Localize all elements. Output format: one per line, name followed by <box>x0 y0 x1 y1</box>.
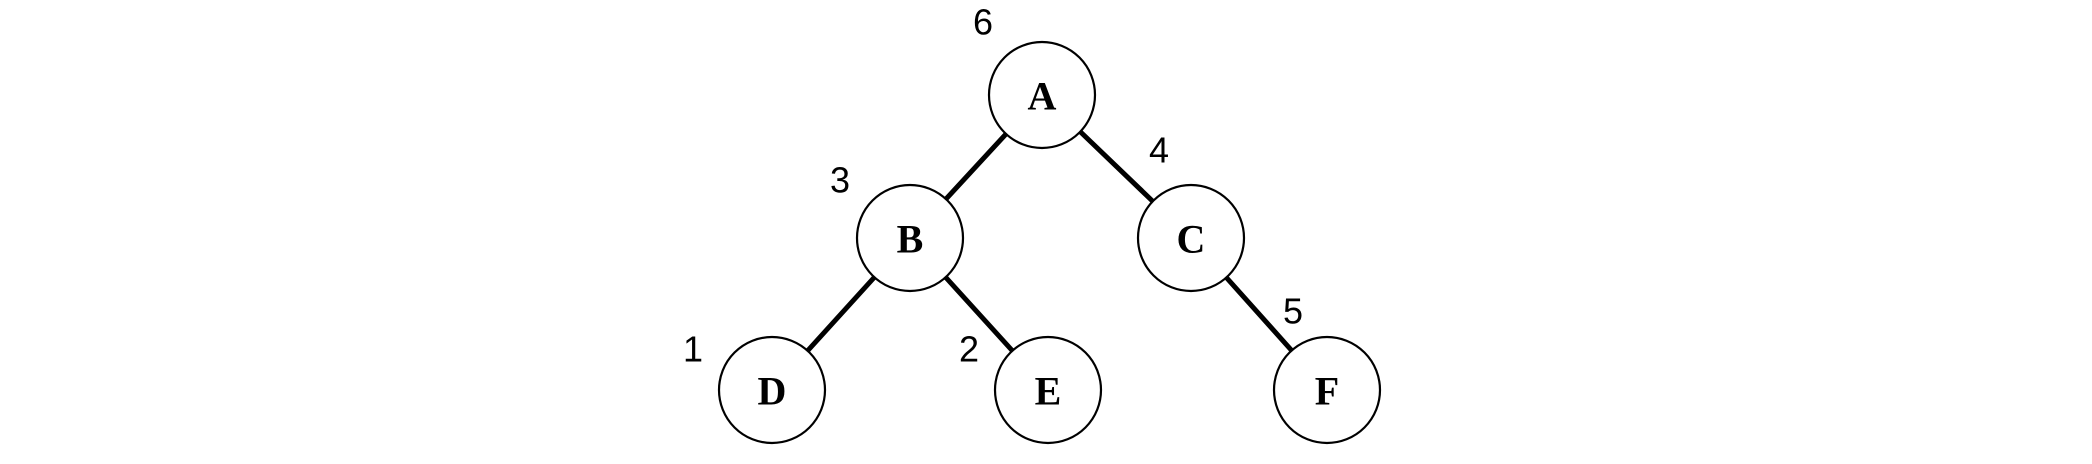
node-a-label: A <box>1028 74 1057 119</box>
node-f-label: F <box>1315 369 1339 414</box>
edge-a-b <box>942 130 1010 203</box>
node-c-circle[interactable] <box>1136 183 1246 293</box>
edge-group <box>804 128 1295 355</box>
node-b-label: B <box>897 217 924 262</box>
node-e[interactable]: E <box>993 335 1103 445</box>
edge-weight-group: 6 3 4 1 2 5 <box>683 2 1303 370</box>
edge-b-d <box>804 273 878 355</box>
node-f[interactable]: F <box>1272 335 1382 445</box>
node-c-label: C <box>1177 217 1206 262</box>
node-b[interactable]: B <box>855 183 965 293</box>
node-b-circle[interactable] <box>855 183 965 293</box>
edge-weight-a-c: 4 <box>1149 130 1169 171</box>
node-a-circle[interactable] <box>987 40 1097 150</box>
node-c[interactable]: C <box>1136 183 1246 293</box>
edge-b-e <box>942 273 1016 355</box>
node-a[interactable]: A <box>987 40 1097 150</box>
edge-a-c <box>1077 128 1156 205</box>
edge-weight-a-b: 3 <box>830 160 850 201</box>
node-d-circle[interactable] <box>717 335 827 445</box>
edge-weight-b-e: 2 <box>959 329 979 370</box>
node-e-circle[interactable] <box>993 335 1103 445</box>
node-e-label: E <box>1035 369 1062 414</box>
node-d-label: D <box>758 369 787 414</box>
edge-weight-c-f: 5 <box>1283 291 1303 332</box>
edge-weight-root-a: 6 <box>973 2 993 43</box>
node-d[interactable]: D <box>717 335 827 445</box>
node-group: A B C D E F <box>717 40 1382 445</box>
node-f-circle[interactable] <box>1272 335 1382 445</box>
edge-c-f <box>1223 274 1295 354</box>
edge-weight-b-d: 1 <box>683 329 703 370</box>
